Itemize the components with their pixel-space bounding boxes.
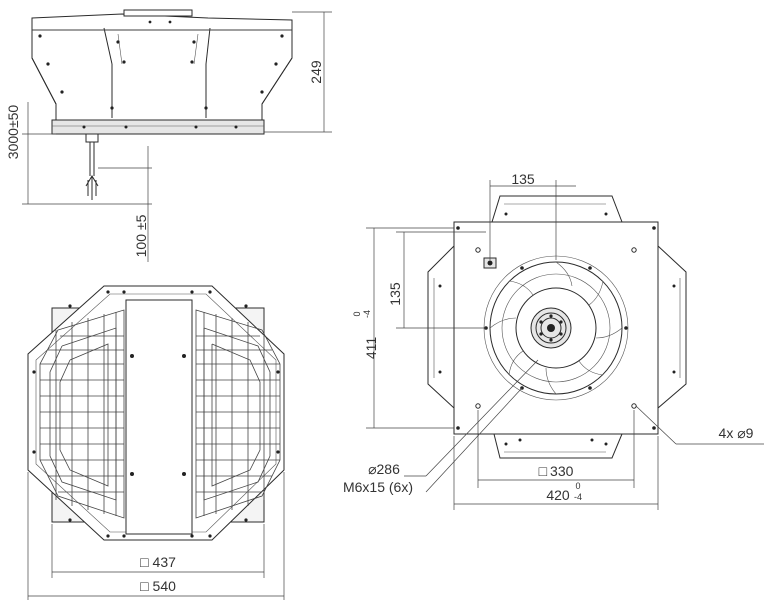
bottom-view: [27, 285, 285, 541]
dim-mount-height: 3000±50: [5, 105, 21, 160]
front-dimensions: [366, 180, 764, 510]
side-base-flange: [51, 119, 265, 135]
bottom-left-grill: [39, 309, 125, 519]
side-top-plate: [123, 9, 193, 17]
dim-bottom-outer: □540: [140, 578, 176, 594]
front-view: [427, 195, 687, 459]
shroud-left: [427, 244, 455, 410]
dim-front-outer: 420: [546, 487, 570, 503]
bottom-dimensions: [27, 472, 285, 600]
side-body: [31, 29, 293, 121]
impeller-blades: [489, 261, 623, 395]
dim-hole-offset-y: 135: [387, 282, 403, 306]
bottom-center-plate: [125, 299, 193, 535]
dim-front-height-tol-upper: 0: [352, 311, 362, 316]
dim-fan-circle: ⌀286: [368, 461, 400, 477]
dim-screws: M6x15 (6x): [343, 479, 413, 495]
dim-holes: 4x ⌀9: [719, 425, 754, 441]
side-view: [31, 9, 293, 200]
dim-front-outer-tol-upper: 0: [575, 481, 580, 491]
shroud-top: [491, 195, 623, 223]
shroud-bottom: [493, 433, 623, 459]
dim-side-height: 249: [308, 60, 324, 84]
side-dimensions: [22, 11, 332, 262]
dim-front-outer-tol-lower: -4: [574, 492, 582, 502]
dim-front-height-tol-lower: -4: [362, 310, 372, 318]
dim-hole-offset-x: 135: [511, 171, 535, 187]
dim-front-inner: □330: [539, 463, 574, 479]
bottom-right-grill: [195, 309, 281, 519]
dim-front-height: 411: [363, 337, 379, 360]
dim-bottom-inner: □437: [140, 554, 176, 570]
shroud-right: [657, 244, 687, 410]
dim-cable-length: 100 ±5: [133, 214, 149, 257]
